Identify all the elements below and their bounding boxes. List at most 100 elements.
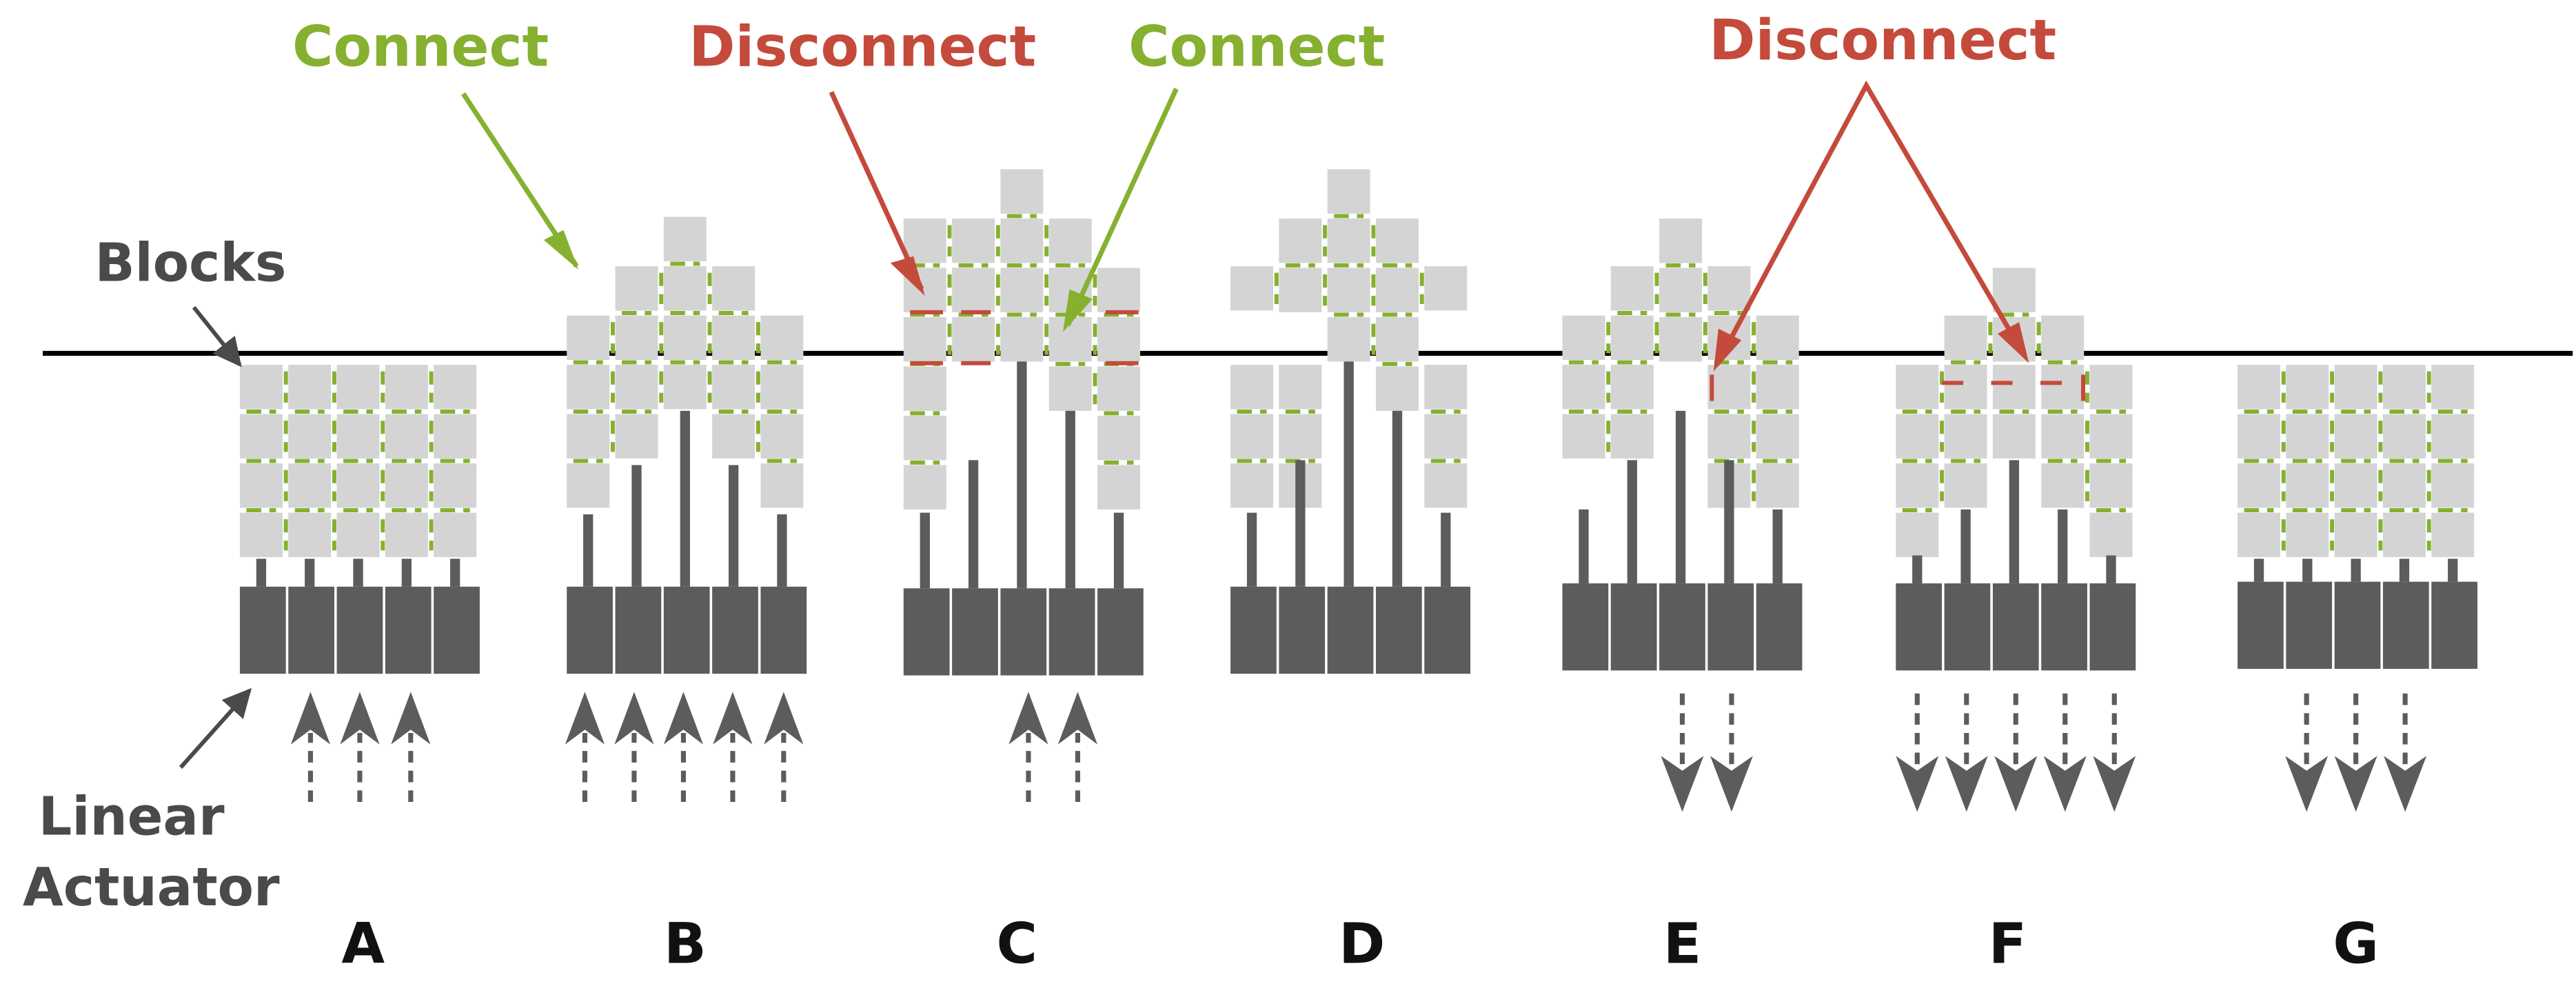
actuator-rod: [1675, 410, 1686, 584]
actuator-rod: [2058, 509, 2068, 584]
block: [1562, 365, 1605, 410]
stage-label-c: C: [997, 912, 1037, 977]
block: [1992, 268, 2036, 312]
block: [712, 365, 755, 410]
block: [288, 463, 332, 508]
down-arrowhead: [2334, 756, 2377, 812]
actuator-body: [1376, 586, 1422, 674]
block: [1707, 365, 1751, 410]
block: [2382, 512, 2426, 557]
actuator-body: [760, 586, 807, 674]
block: [1944, 414, 1987, 459]
block: [1279, 414, 1322, 459]
down-arrowhead: [1661, 756, 1704, 812]
block: [385, 463, 428, 508]
block: [1896, 463, 1939, 508]
actuator-rod: [2009, 460, 2020, 584]
actuator-body: [1659, 583, 1705, 671]
block: [615, 365, 658, 410]
stage-label-e: E: [1663, 912, 1701, 977]
actuator-body: [1048, 588, 1095, 676]
block: [2431, 365, 2475, 410]
block: [1992, 365, 2036, 410]
actuator-body: [1000, 588, 1047, 676]
actuator-rod: [1579, 509, 1589, 584]
block: [2382, 463, 2426, 508]
block: [1376, 268, 1419, 312]
connect-arrow-right: [1065, 88, 1179, 327]
actuator-body: [1944, 583, 1991, 671]
block: [1659, 316, 1703, 362]
actuator-body: [2089, 583, 2136, 671]
block: [2431, 463, 2475, 508]
block: [663, 315, 707, 360]
block: [1992, 414, 2036, 459]
actuator-rod: [583, 514, 594, 587]
down-arrowhead: [2285, 756, 2329, 812]
block: [1707, 414, 1751, 459]
blocks-pointer-arrow: [192, 305, 242, 368]
block: [2041, 315, 2085, 360]
actuator-body: [1562, 583, 1609, 671]
actuator-rod: [2448, 559, 2458, 582]
block: [1230, 365, 1274, 410]
block: [952, 218, 995, 263]
block: [663, 217, 707, 261]
actuator-rod: [1113, 512, 1124, 589]
block: [1424, 414, 1468, 459]
block: [2238, 414, 2281, 459]
block: [2334, 365, 2377, 410]
block: [1230, 414, 1274, 459]
disconnect-arrow-left: [829, 90, 924, 290]
block: [1896, 414, 1939, 459]
block: [1659, 218, 1703, 263]
block: [2334, 463, 2377, 508]
actuator-body: [712, 586, 758, 674]
block: [952, 268, 995, 312]
block: [903, 316, 946, 362]
actuator-body: [952, 588, 998, 676]
up-arrowhead: [340, 692, 380, 745]
block: [385, 512, 428, 557]
block: [1327, 316, 1370, 362]
disconnect-arrowhead-left: [890, 256, 925, 296]
block: [1327, 218, 1370, 263]
actuator-pointer-arrow: [179, 687, 252, 769]
linear-actuator-label-line2: Actuator: [23, 856, 280, 918]
block: [2334, 414, 2377, 459]
block: [1376, 218, 1419, 263]
block: [712, 315, 755, 360]
actuator-body: [567, 586, 613, 674]
block: [1424, 266, 1468, 311]
block: [434, 365, 477, 410]
actuator-rod: [305, 559, 315, 587]
down-arrowhead: [1710, 756, 1753, 812]
connect-label-right: Connect: [1128, 14, 1385, 79]
block: [288, 414, 332, 459]
actuator-rod: [2399, 559, 2410, 582]
block: [2286, 414, 2329, 459]
up-arrowhead: [614, 692, 654, 745]
block: [903, 465, 946, 510]
actuator-body: [385, 586, 432, 674]
block: [712, 414, 755, 459]
block: [2286, 512, 2329, 557]
disconnect-arrowhead-right-b: [1998, 322, 2029, 363]
block: [760, 365, 804, 410]
actuator-rod: [631, 465, 642, 587]
stage-label-f: F: [1989, 912, 2027, 977]
actuator-body: [2431, 581, 2478, 670]
connections-layer: [246, 214, 2468, 551]
stage-label-a: A: [341, 912, 385, 977]
block: [1756, 315, 1799, 360]
block: [567, 315, 610, 360]
actuator-rod: [777, 514, 787, 587]
block: [2286, 463, 2329, 508]
block: [385, 414, 428, 459]
block: [615, 315, 658, 360]
blocks-layer: [239, 169, 2475, 557]
actuator-body: [1707, 583, 1754, 671]
actuator-rod: [256, 559, 267, 587]
block: [2089, 512, 2133, 557]
up-arrowhead: [663, 692, 704, 745]
